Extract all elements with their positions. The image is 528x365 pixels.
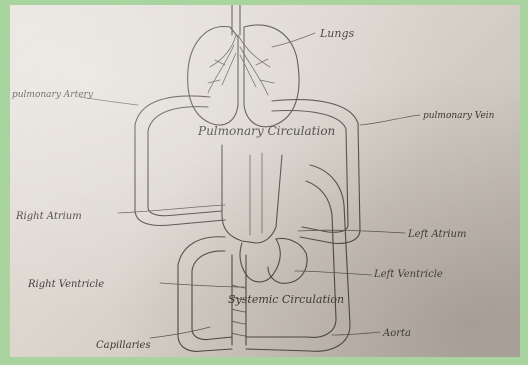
capillaries-leader — [150, 327, 210, 338]
lungs-leader — [272, 33, 315, 47]
paper-sheet: Lungs pulmonary Artery pulmonary Vein Pu… — [10, 5, 520, 357]
pulmonary-artery-label: pulmonary Artery — [12, 90, 94, 100]
aorta-leader — [332, 332, 380, 335]
aorta-label: Aorta — [382, 328, 411, 339]
left-atrium-label: Left Atrium — [407, 229, 466, 240]
circulation-diagram: Lungs pulmonary Artery pulmonary Vein Pu… — [10, 5, 520, 357]
systemic-left-loop — [178, 237, 232, 352]
heart-shape — [222, 145, 307, 283]
right-ventricle-leader — [160, 283, 244, 287]
pulmonary-vein-vessel — [272, 100, 360, 244]
capillaries-label: Capillaries — [96, 340, 151, 351]
pulmonary-vein-label: pulmonary Vein — [423, 111, 495, 121]
pulmonary-vein-leader — [360, 115, 420, 125]
lungs-shape — [188, 25, 299, 127]
right-atrium-label: Right Atrium — [15, 211, 82, 222]
pulmonary-circulation-label: Pulmonary Circulation — [197, 124, 335, 138]
left-atrium-leader — [298, 230, 405, 233]
systemic-circulation-label: Systemic Circulation — [228, 293, 344, 306]
lungs-label: Lungs — [319, 27, 355, 40]
right-ventricle-label: Right Ventricle — [27, 279, 104, 290]
left-ventricle-label: Left Ventricle — [373, 269, 443, 280]
left-ventricle-leader — [295, 271, 372, 275]
